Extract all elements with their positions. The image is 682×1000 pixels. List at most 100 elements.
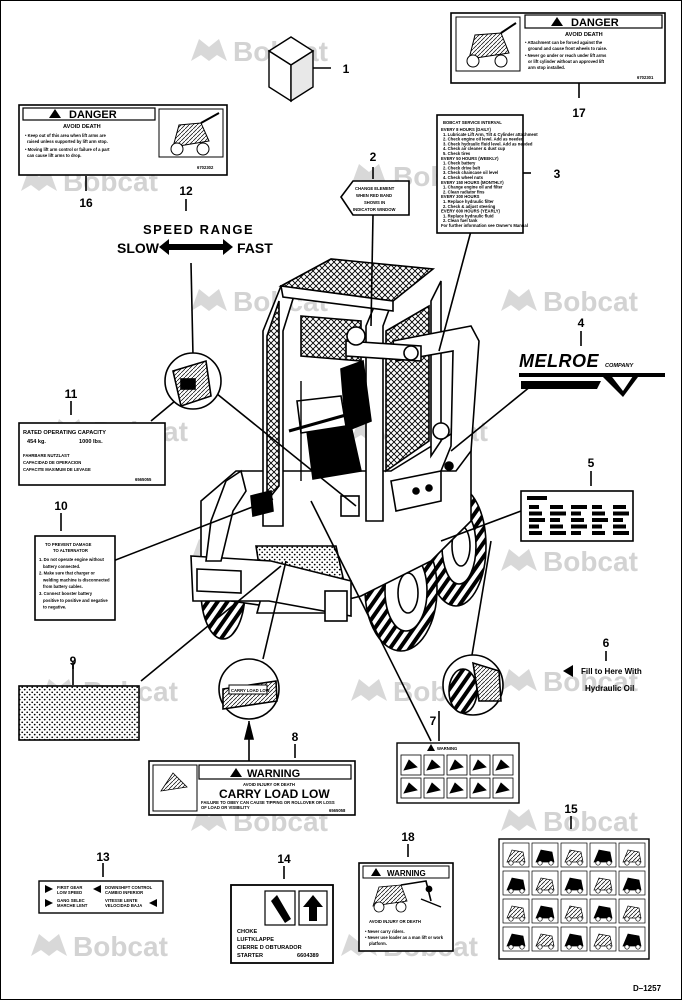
detail-inset-hydraulic-fill [442, 654, 504, 716]
decal-3-line: 2. Clean radiator fins [443, 189, 485, 194]
decal-15-wheel [566, 944, 572, 950]
decal-5-chart [520, 490, 634, 542]
decal-18-header: WARNING [387, 869, 426, 878]
callout-10: 10 [54, 499, 68, 513]
decal-15-wheel [595, 860, 601, 866]
decal-15-wheel [537, 916, 543, 922]
bobcat-logo-icon [191, 39, 227, 61]
decal-5-mark [613, 511, 629, 516]
decal-5-mark [592, 524, 602, 529]
decal-15-wheel [606, 860, 612, 866]
decal-5-mark [592, 505, 602, 509]
watermark-text: Bobcat [543, 806, 638, 837]
decal-15-wheel [508, 860, 514, 866]
decal-15-wheel [624, 888, 630, 894]
decal-11-kg: 454 kg. [27, 439, 46, 445]
decal-3-service-interval: BOBCAT SERVICE INTERVAL EVERY 8 HOURS (D… [436, 114, 538, 234]
decal-7-warning-pictorial: WARNING [396, 742, 520, 804]
decal-15-pictogram [506, 877, 526, 891]
decal-15-pictogram [535, 849, 555, 863]
decal-3-line: 1. Replace hydraulic fluid [443, 213, 494, 218]
decal-15-pictogram [506, 905, 526, 919]
decal-16-line-4: can cause lift arms to drop. [27, 153, 81, 158]
decal-17-line-2: ground and cause front wheels to raise. [528, 46, 607, 51]
decal-16-line-3: • Moving lift arm control or failure of … [25, 147, 110, 152]
decal-15-wheel [548, 888, 554, 894]
decal-7-pictogram [426, 782, 441, 794]
decal-2-line-2: WHEN RED BAND [356, 193, 392, 198]
decal-15-wheel [566, 860, 572, 866]
watermark-text: Bobcat [543, 546, 638, 577]
decal-7-pictogram [449, 782, 464, 794]
decal-3-line: EVERY 50 HOURS (WEEKLY) [441, 156, 499, 161]
decal-3-line: For further information see Owner's Manu… [441, 223, 528, 228]
decal-5-mark [550, 524, 563, 529]
decal-15-wheel [548, 944, 554, 950]
decal-5-mark [571, 505, 587, 509]
decal-10-line: from battery cables. [43, 584, 83, 589]
decal-5-mark [613, 505, 626, 509]
decal-7-pictogram [472, 759, 487, 771]
decal-15-wheel [577, 860, 583, 866]
decal-3-line: 5. Check tires [443, 151, 471, 156]
decal-8-carry-load-low: WARNING AVOID INJURY OR DEATH CARRY LOAD… [148, 760, 356, 816]
callout-15: 15 [564, 802, 578, 816]
detail-inset-lift-arm [164, 352, 222, 410]
decal-8-line-1: AVOID INJURY OR DEATH [243, 782, 295, 787]
decal-15-pictogram [564, 877, 584, 891]
decal-15-wheel [606, 888, 612, 894]
decal-16-line-1: • Keep out of this area when lift arms a… [25, 133, 106, 138]
decal-14-line-3: CIERRE D OBTURADOR [237, 945, 302, 951]
callout-13: 13 [96, 850, 110, 864]
decal-15-wheel [548, 916, 554, 922]
decal-15-wheel [519, 916, 525, 922]
decal-11-line-3: CAPACITE MAXIMUM DE LEVAGE [23, 467, 91, 472]
decal-18-line-3: platform. [369, 941, 387, 946]
decal-15-wheel [548, 860, 554, 866]
decal-10-line: 1. Do not operate engine without [39, 557, 105, 562]
decal-11-rated-capacity: RATED OPERATING CAPACITY 454 kg. 1000 lb… [18, 422, 166, 486]
decal-7-header: WARNING [437, 746, 457, 751]
decal-15-wheel [519, 944, 525, 950]
bobcat-logo-icon [351, 679, 387, 701]
decal-10-line: to negative. [43, 605, 66, 610]
decal-2-line-1: CHANGE ELEMENT [355, 186, 395, 191]
callout-8: 8 [292, 730, 299, 744]
bobcat-logo-icon [501, 549, 537, 571]
decal-15-pictogram [535, 877, 555, 891]
decal-5-mark [550, 531, 566, 535]
decal-5-mark [529, 518, 545, 522]
decal-13-right-2: CAMBIO INFERIOR [105, 890, 143, 895]
drawing-number: D–1257 [633, 984, 662, 993]
decal-12-speed-range: SPEED RANGE SLOW FAST [117, 222, 273, 256]
decal-3-line: 2. Clean fuel tank [443, 218, 478, 223]
decal-15-pictogram [564, 849, 584, 863]
callout-14: 14 [277, 852, 291, 866]
callout-9: 9 [70, 654, 77, 668]
decal-15-wheel [508, 944, 514, 950]
decal-13-right-3: VITESSE LENTE [105, 898, 138, 903]
decal-17-line-4: or lift cylinder without an approved lif… [528, 59, 605, 64]
decal-15-operating-pictorial [498, 838, 650, 960]
decal-5-mark [550, 511, 566, 516]
decal-11-title: RATED OPERATING CAPACITY [23, 430, 106, 436]
decal-10-line: positive to positive and negative [43, 598, 108, 603]
decal-12-fast: FAST [237, 240, 273, 256]
decal-15-wheel [595, 944, 601, 950]
decal-17-line-3: • Never go under or reach under lift arm… [525, 53, 607, 58]
decal-10-title-1: TO PREVENT DAMAGE [45, 542, 92, 547]
decal-5-mark [592, 511, 605, 516]
decal-2-filter-indicator: CHANGE ELEMENT WHEN RED BAND SHOWS IN IN… [340, 180, 410, 216]
decal-3-line: EVERY 300 HOURS [441, 194, 480, 199]
detail-inset-step-decal: CARRY LOAD LOW [218, 658, 280, 720]
decal-14-line-4: STARTER [237, 953, 263, 959]
decal-11-line-2: CAPACIDAD DE OPERACION [23, 460, 81, 465]
decal-13-left-4: MARCHE LENT [57, 903, 88, 908]
decal-8-headline: CARRY LOAD LOW [219, 787, 330, 801]
decal-15-wheel [508, 888, 514, 894]
decal-15-wheel [508, 916, 514, 922]
watermark-text: Bobcat [73, 931, 168, 962]
decal-16-subheader: AVOID DEATH [63, 124, 101, 130]
decal-7-pictogram [449, 759, 464, 771]
